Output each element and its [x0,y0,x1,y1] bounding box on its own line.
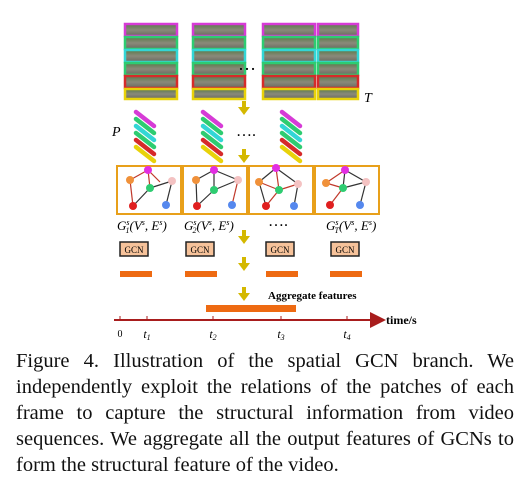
label-P: P [111,125,121,140]
aggregated-feature-bar [206,305,296,312]
patch-ellipsis: …. [236,123,256,140]
svg-text:0: 0 [118,329,123,340]
tick-t1: t1 [143,316,151,342]
svg-text:GCN: GCN [270,245,290,255]
axis-label: time/s [386,313,417,327]
graph-box-1 [116,165,182,215]
down-arrow-icon [238,287,250,301]
gcn-box-3: GCN [265,241,295,257]
feature-bar-2 [185,271,217,277]
frame-stack-1 [123,22,179,101]
spatial-gcn-diagram: … T P …. [111,22,417,342]
svg-text:t4: t4 [343,327,350,342]
tick-t2: t2 [209,316,217,342]
tick-t3: t3 [277,316,285,342]
patch-stack-2 [200,109,224,164]
graph-box-4 [314,165,380,215]
svg-text:GCN: GCN [124,245,144,255]
feature-bar-1 [120,271,152,277]
graph-box-3 [248,164,314,215]
gcn-box-2: GCN [185,241,215,257]
graph-box-2 [182,165,248,215]
tick-0: 0 [118,316,123,340]
frame-stack-3 [261,22,317,101]
frame-stack-4 [316,22,360,101]
svg-text:GCN: GCN [335,245,355,255]
aggregate-label: Aggregate features [268,290,357,302]
label-T: T [364,91,373,106]
down-arrow-icon [238,101,250,115]
svg-text:GCN: GCN [190,245,210,255]
svg-text:t2: t2 [209,327,216,342]
tick-t4: t4 [343,316,351,342]
down-arrow-icon [238,149,250,163]
frame-stack-2 [191,22,247,101]
patch-stack-3 [279,109,303,164]
caption-text: Figure 4. Illustration of the spatial GC… [16,350,514,476]
feature-bar-3 [266,271,298,277]
graph-ellipsis: …. [268,213,288,230]
frame-ellipsis: … [238,54,256,74]
patch-stack-1 [133,109,157,164]
svg-text:t1: t1 [143,327,150,342]
figure-caption: Figure 4. Illustration of the spatial GC… [16,348,514,478]
gcn-box-4: GCN [330,241,360,257]
svg-text:t3: t3 [277,327,284,342]
feature-bar-4 [330,271,362,277]
gcn-box-1: GCN [119,241,149,257]
down-arrow-icon [238,230,250,244]
down-arrow-icon [238,257,250,271]
